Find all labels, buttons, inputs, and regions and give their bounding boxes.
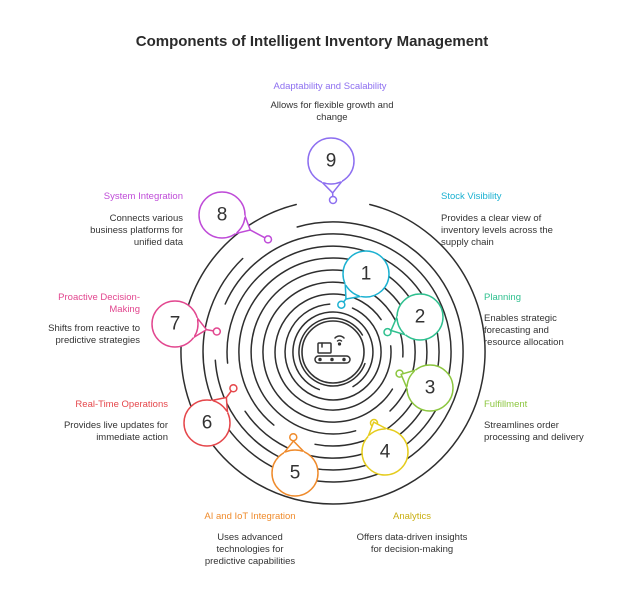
bubble-number-5: 5 [290, 463, 301, 484]
bubble-number-1: 1 [361, 264, 372, 285]
spiral-ring-1 [284, 303, 382, 401]
ring-marker-7 [212, 327, 222, 336]
number-bubble-3: 3 [400, 364, 454, 412]
number-bubble-6: 6 [183, 396, 231, 447]
component-desc-5: Uses advanced technologies for predictiv… [204, 532, 296, 567]
ring-marker-6 [229, 384, 238, 393]
bubble-number-3: 3 [425, 378, 436, 399]
component-label-2: Planning [484, 292, 521, 303]
component-desc-2: Enables strategic forecasting and resour… [484, 313, 564, 348]
ring-marker-5 [289, 432, 298, 442]
component-desc-3: Streamlines order processing and deliver… [484, 420, 584, 443]
spiral-ring-7 [214, 233, 452, 471]
ring-marker-2 [383, 327, 392, 337]
number-bubble-2: 2 [390, 293, 444, 341]
spiral-ring-9 [180, 203, 486, 505]
ring-marker-1 [337, 300, 346, 309]
spiral-ring-4 [250, 269, 416, 435]
number-bubble-5: 5 [271, 440, 319, 497]
conveyor-wifi-icon [314, 335, 351, 364]
bubble-number-6: 6 [202, 413, 213, 434]
component-label-8: System Integration [103, 191, 183, 202]
spiral-ring-3 [262, 281, 404, 423]
number-bubbles: 1 2 3 4 5 6 7 8 9 [151, 137, 454, 497]
component-label-6: Real-Time Operations [75, 399, 168, 410]
component-label-3: Fulfillment [484, 399, 528, 410]
bubble-number-7: 7 [170, 314, 181, 335]
component-label-1: Stock Visibility [441, 191, 502, 202]
number-bubble-7: 7 [151, 300, 208, 348]
spiral-inner-ring [298, 317, 366, 387]
component-label-9: Adaptability and Scalability [273, 81, 387, 92]
component-label-4: Analytics [392, 511, 431, 522]
component-desc-7: Shifts from reactive to predictive strat… [48, 323, 140, 346]
component-desc-6: Provides live updates for immediate acti… [63, 420, 168, 443]
ring-marker-8 [263, 235, 273, 244]
center-hub [301, 320, 365, 384]
component-label-5: AI and IoT Integration [204, 511, 296, 522]
number-bubble-8: 8 [198, 191, 252, 239]
bubble-number-2: 2 [415, 307, 426, 328]
bubble-number-4: 4 [380, 442, 391, 463]
component-desc-8: Connects various business platforms for … [90, 213, 183, 248]
spiral-inner-ring [292, 311, 374, 391]
bubble-number-9: 9 [326, 151, 337, 172]
connectors [174, 160, 431, 474]
number-bubble-1: 1 [342, 250, 390, 300]
number-bubble-4: 4 [361, 421, 409, 476]
component-desc-1: Provides a clear view of inventory level… [441, 213, 553, 248]
bubble-number-8: 8 [217, 205, 228, 226]
page-title: Components of Intelligent Inventory Mana… [135, 33, 489, 50]
ring-marker-9 [328, 195, 338, 205]
spiral-ring-2 [274, 293, 392, 411]
number-bubble-9: 9 [307, 137, 355, 194]
component-desc-9: Allows for flexible growth and change [270, 100, 394, 123]
component-label-7: Proactive Decision-Making [58, 292, 140, 315]
component-desc-4: Offers data-driven insights for decision… [356, 532, 468, 555]
